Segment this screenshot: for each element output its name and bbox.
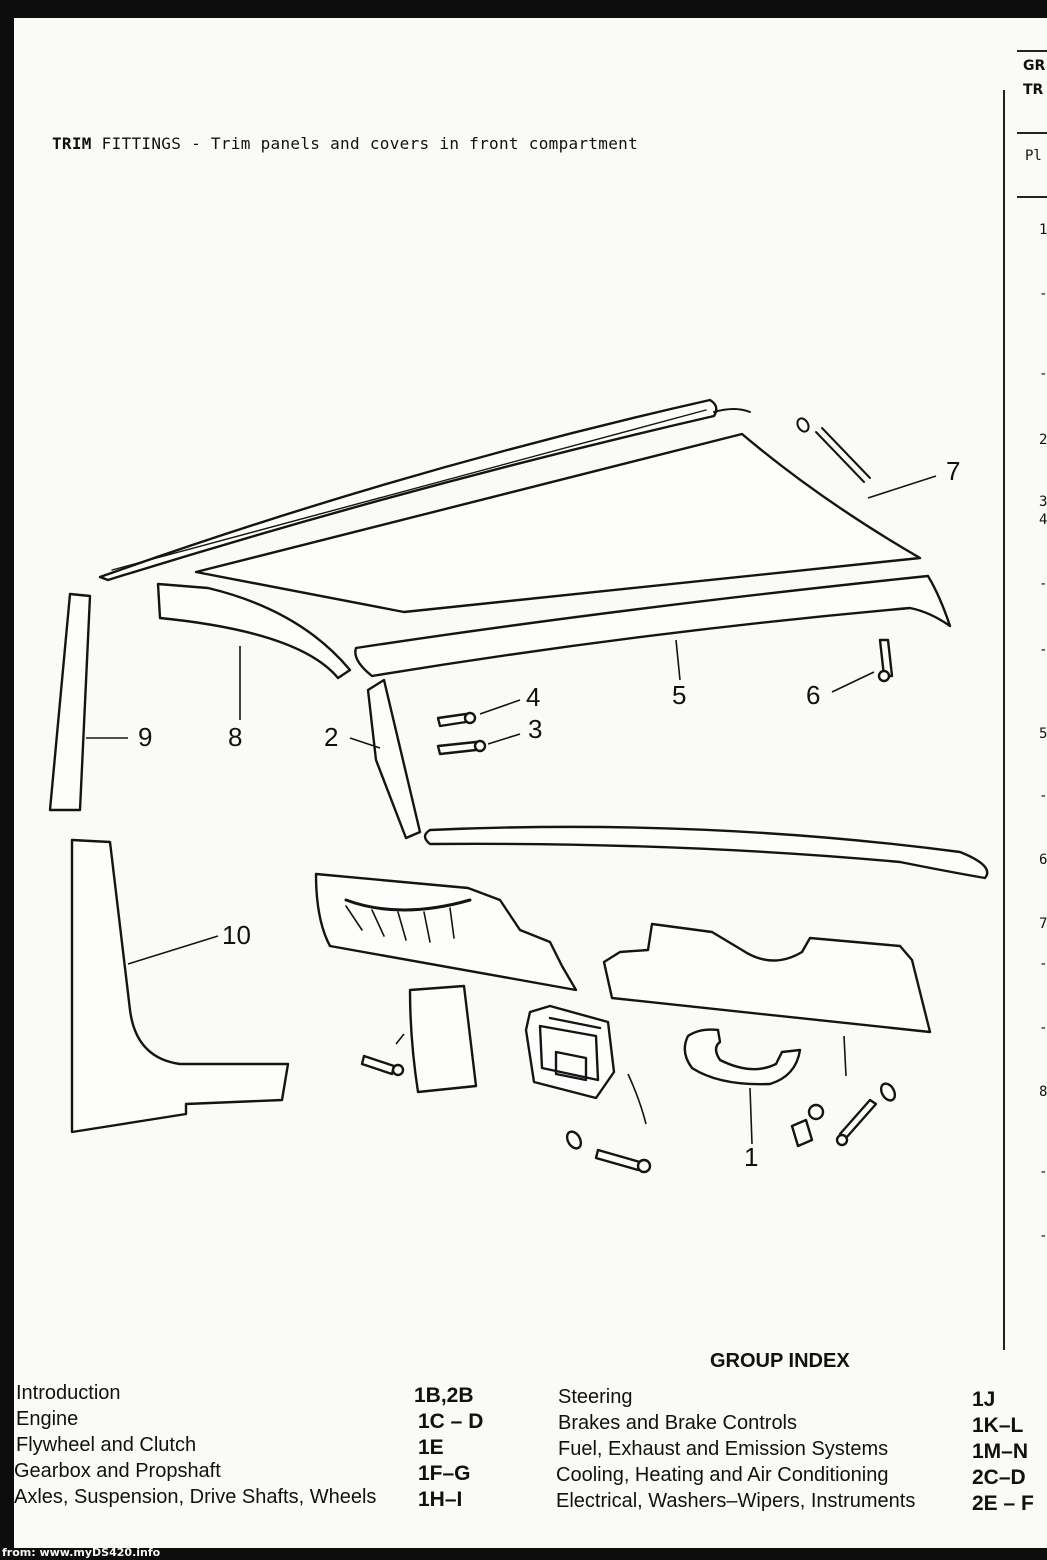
screw-bottom-left [565,1130,652,1174]
scan-border-left [0,0,14,1560]
group-index-code: 1E [418,1436,444,1459]
screw-6 [877,638,894,683]
trim-9-strip [48,592,92,812]
leader-arrow-lower-right [843,1035,847,1077]
group-index-title: GROUP INDEX [710,1350,850,1372]
panel-7-cover [194,432,922,614]
callout-8: 8 [228,722,242,752]
edge-marker: 6 [1039,852,1047,868]
edge-marker: - [1039,642,1047,658]
leader-6 [831,671,875,693]
edge-marker: - [1039,1020,1047,1036]
leader-2 [349,737,381,749]
title-text: FITTINGS - Trim panels and covers in fro… [101,134,639,153]
group-index-code: 1C – D [418,1410,484,1433]
edge-marker: - [1039,1164,1047,1180]
rail-tip [713,408,751,413]
edge-marker: 2 [1039,432,1047,448]
leader-arrow-card [395,1033,405,1045]
edge-marker: - [1039,956,1047,972]
screw-bottom-right [835,1082,897,1147]
group-index-item: Gearbox and Propshaft [14,1460,221,1482]
screw-3 [436,739,487,756]
group-index-code: 2C–D [972,1466,1026,1489]
page-title: TRIM FITTINGS - Trim panels and covers i… [52,134,638,153]
group-index-item: Engine [16,1408,79,1430]
edge-header-line1: GR [1023,58,1046,74]
callout-3: 3 [528,714,542,744]
group-index-item: Electrical, Washers–Wipers, Instruments [556,1490,916,1512]
lower-left-panel [314,872,578,992]
lower-moulding [423,825,989,880]
panel-5-finisher [354,574,952,678]
panel-10-l-shape [70,838,290,1134]
edge-marker: - [1039,1228,1047,1244]
group-index-item: Brakes and Brake Controls [558,1412,798,1434]
leader-7 [867,475,937,499]
edge-marker: - [1039,366,1047,382]
leader-1 [749,1087,753,1145]
group-index-item: Cooling, Heating and Air Conditioning [556,1464,889,1486]
callout-7: 7 [946,456,960,486]
screw-4 [436,711,477,728]
edge-marker: 8 [1039,1084,1047,1100]
edge-marker: - [1039,576,1047,592]
group-index-code: 2E – F [972,1492,1034,1515]
screw-7 [796,417,871,483]
callout-9: 9 [138,722,152,752]
source-watermark: from: www.myDS420.info [2,1546,161,1559]
edge-marker: 3 [1039,494,1047,510]
pillar-trim-2 [366,678,422,840]
group-index-item: Fuel, Exhaust and Emission Systems [558,1438,889,1460]
group-index-code: 1K–L [972,1414,1024,1437]
edge-marker: - [1039,788,1047,804]
leader-10 [127,935,219,965]
group-index-code: 1M–N [972,1440,1029,1463]
group-index-item: Introduction [16,1382,121,1404]
leader-5 [675,639,681,681]
scan-border-top [0,0,1047,18]
edge-header-line2: TR [1023,82,1044,98]
box-bracket [524,1004,616,1100]
group-index-code: 1B,2B [414,1384,474,1407]
edge-plate-label: Pl [1025,148,1042,164]
edge-marker: 1 [1039,222,1047,238]
edge-marker: - [1039,286,1047,302]
title-prefix: TRIM [52,134,92,153]
leader-4 [479,699,521,715]
scan-border-bottom [0,1548,1047,1560]
callout-2: 2 [324,722,338,752]
screw-card [360,1054,405,1077]
lower-right-panel [602,922,932,1034]
callout-6: 6 [806,680,820,710]
leader-arrow-box [627,1073,647,1125]
edge-marker: 7 [1039,916,1047,932]
nut-washer [790,1103,825,1148]
small-curved-card [408,984,478,1094]
group-index-item: Flywheel and Clutch [16,1434,197,1456]
edge-marker: 4 [1039,512,1047,528]
edge-marker: 5 [1039,726,1047,742]
group-index-code: 1H–I [418,1488,463,1511]
callout-5: 5 [672,680,686,710]
group-index-code: 1F–G [418,1462,471,1485]
cup-part-1 [683,1028,802,1086]
trim-8-curved [156,582,352,680]
adjacent-parts-list-edge: GR TR Pl 1 - - 2 3 4 - - 5 - 6 7 - - 8 -… [1003,50,1047,1350]
group-index-item: Steering [558,1386,633,1408]
callout-1: 1 [744,1142,758,1172]
group-index-item: Axles, Suspension, Drive Shafts, Wheels [14,1486,377,1508]
group-index-code: 1J [972,1388,996,1411]
catalogue-page [14,18,1047,1548]
callout-10: 10 [222,920,251,950]
callout-4: 4 [526,682,540,712]
leader-3 [487,733,521,745]
